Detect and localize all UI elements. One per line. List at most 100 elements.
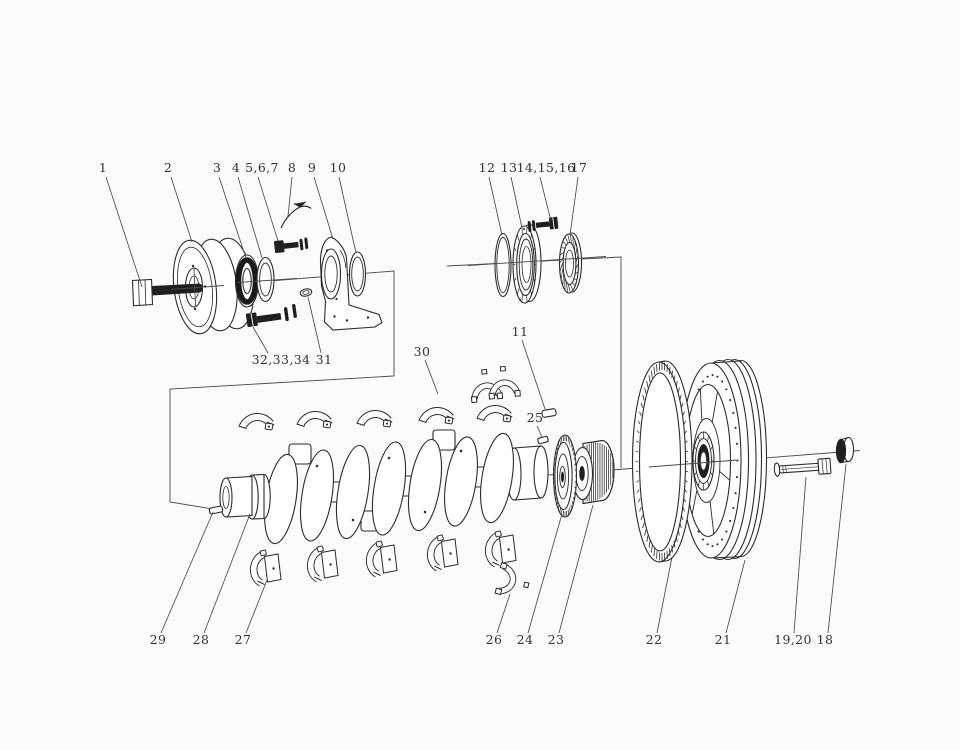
washer	[304, 237, 309, 249]
washer	[299, 238, 304, 251]
bolt-part-19-20	[773, 457, 832, 477]
part-number-text: 11	[512, 324, 529, 339]
tooth-tick	[574, 486, 577, 489]
tooth-tick	[574, 469, 577, 471]
bolt-hole-dot	[725, 388, 728, 391]
part-number-text: 2	[164, 160, 172, 175]
ring-gear-part-22	[631, 360, 693, 563]
housing-part-13	[512, 223, 542, 304]
bolt-shaft	[535, 221, 550, 228]
part-number-text: 21	[715, 632, 732, 647]
part-label-24: 24	[517, 513, 563, 647]
tooth-tick	[559, 252, 564, 256]
tooth-tick	[571, 446, 574, 452]
flywheel-part-21	[680, 358, 768, 561]
leader-line	[203, 513, 251, 634]
key-part-29	[208, 505, 224, 515]
bolt-hole-dot	[711, 373, 714, 377]
tooth-tick	[680, 402, 684, 408]
spoke	[709, 501, 715, 534]
lower-bearing-shell	[484, 530, 517, 568]
tooth-tick	[573, 457, 576, 461]
ring-gear-teeth	[635, 362, 689, 561]
tooth-tick	[697, 480, 700, 487]
part-label-29: 29	[150, 511, 214, 647]
tooth-tick	[679, 394, 682, 401]
tooth-tick	[640, 402, 644, 408]
tooth-tick	[671, 370, 673, 378]
tooth-tick	[516, 234, 520, 241]
tooth-tick	[521, 226, 523, 235]
tooth-tick	[573, 491, 576, 495]
part-label-1: 1	[99, 160, 143, 288]
part-number-text: 32,33,34	[252, 352, 311, 367]
lower-bearing-shell	[365, 540, 398, 578]
leader-line	[656, 556, 673, 634]
tooth-tick	[636, 440, 639, 443]
bolt-hole-dot	[716, 375, 719, 378]
seal-part-17	[558, 232, 583, 294]
leader-line	[827, 463, 847, 634]
part-label-30: 30	[414, 344, 439, 395]
part-label-22: 22	[646, 556, 673, 647]
crank-web	[407, 438, 443, 532]
bolt-hole-dot	[701, 380, 704, 383]
lower-bearing-shell	[306, 545, 339, 583]
gear-part-23	[571, 439, 615, 505]
ring-outer	[494, 232, 512, 298]
ring-inner	[496, 237, 510, 293]
tooth-tick	[574, 463, 577, 466]
spoke	[719, 471, 731, 481]
tooth-tick	[646, 380, 649, 388]
leader-line	[539, 176, 552, 222]
part-label-14-15-16: 14,15,16	[517, 160, 575, 222]
leader-line	[160, 511, 214, 634]
tooth-tick	[562, 274, 564, 286]
ring-gear-inner	[638, 372, 682, 552]
washer	[531, 220, 536, 231]
bolt-head	[817, 457, 832, 475]
part-number-text: 19,20	[774, 632, 812, 647]
tooth-tick	[673, 375, 676, 383]
bolt-hole-dot	[729, 519, 732, 523]
tooth-tick	[570, 504, 573, 510]
leader-line	[287, 176, 293, 217]
part-label-2: 2	[164, 160, 193, 243]
gasket-part-10	[348, 251, 367, 297]
upper-bearing-shell	[238, 413, 275, 431]
axis-line	[467, 256, 607, 266]
nose-bore	[222, 486, 230, 509]
part-label-5-6-7: 5,6,7	[245, 160, 279, 242]
tooth-tick	[513, 247, 517, 252]
rear-journal-edge	[533, 445, 549, 499]
ring-bore	[242, 267, 252, 295]
part-label-21: 21	[715, 559, 746, 647]
lower-bearing-shell	[249, 549, 282, 587]
housing-inner-1	[516, 232, 535, 297]
bolt-hole-dot	[725, 530, 728, 533]
leader-line	[313, 176, 334, 240]
leader-line	[252, 326, 269, 354]
tooth-tick	[653, 366, 656, 375]
tooth-tick	[683, 498, 687, 503]
seal-bore	[324, 255, 338, 293]
leader-line	[510, 176, 523, 229]
part-label-19-20: 19,20	[774, 476, 812, 647]
part-number-text: 4	[232, 160, 240, 175]
tooth-tick	[651, 545, 653, 553]
key-part-11	[541, 408, 557, 418]
part-number-text: 9	[308, 160, 316, 175]
leader-line	[793, 476, 807, 634]
bolt-hole-dot	[734, 492, 737, 495]
tooth-tick	[680, 515, 684, 521]
tooth-tick	[642, 522, 645, 529]
shell-tab	[316, 545, 324, 553]
tooth-tick	[675, 535, 678, 543]
part-label-23: 23	[548, 504, 594, 647]
crankpin	[288, 443, 312, 465]
ring-part-12	[494, 232, 512, 298]
bolt-tip	[200, 283, 203, 293]
tooth-tick	[671, 545, 673, 553]
